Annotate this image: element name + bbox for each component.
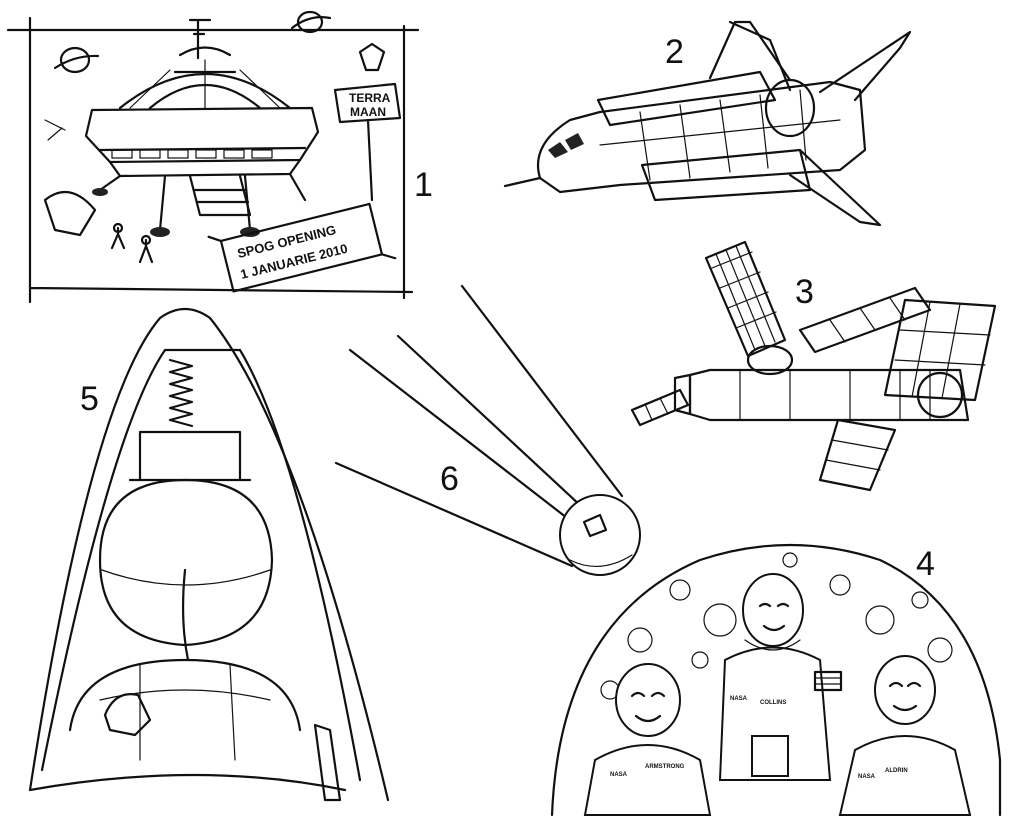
nasa-patch-center: NASA	[730, 696, 748, 702]
name-tag-aldrin: ALDRIN	[885, 768, 908, 774]
panel-rocket-nose-cone: 5	[28, 307, 390, 802]
nasa-patch-right: NASA	[858, 774, 876, 780]
panel-sputnik: 6	[334, 284, 641, 576]
name-tag-collins: COLLINS	[760, 700, 786, 706]
figure-number-4: 4	[916, 545, 935, 583]
panel-astronauts: COLLINS NASA ARMSTRONG NASA ALDRIN NASA …	[550, 543, 1002, 817]
name-tag-armstrong: ARMSTRONG	[645, 764, 685, 770]
sign-terra-text: TERRA	[349, 91, 391, 105]
figure-number-3: 3	[795, 273, 814, 311]
nasa-patch-left: NASA	[610, 772, 628, 778]
sign-maan-text: MAAN	[350, 105, 386, 119]
panel-moon-station: TERRA MAAN SPOG OPENING 1 JANUARIE 2010 …	[6, 10, 433, 304]
figure-number-1: 1	[414, 166, 433, 204]
figure-number-5: 5	[80, 380, 99, 418]
panel-space-station: 3	[630, 240, 997, 492]
figure-number-6: 6	[440, 460, 459, 498]
flag-patch	[813, 670, 843, 692]
panel-space-shuttle: 2	[503, 20, 912, 227]
figure-number-2: 2	[665, 33, 684, 71]
